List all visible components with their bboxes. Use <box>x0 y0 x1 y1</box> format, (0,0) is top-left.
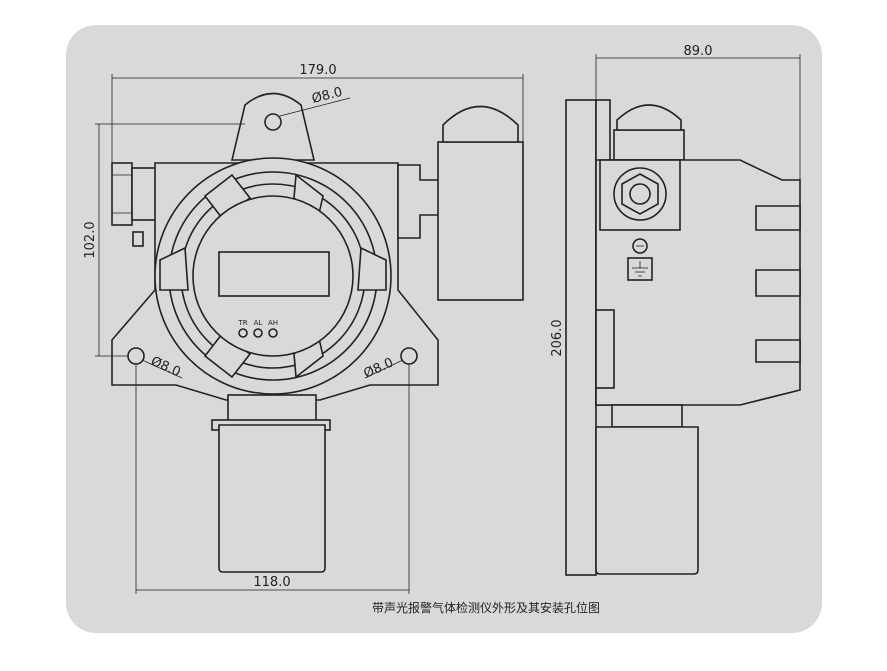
left-mount-hole <box>127 347 145 365</box>
sensor-cylinder <box>218 424 326 573</box>
drawing-caption: 带声光报警气体检测仪外形及其安装孔位图 <box>372 600 600 615</box>
ground-screw <box>132 231 144 247</box>
dim-side-height: 206.0 <box>550 319 565 356</box>
side-sensor-neck <box>611 404 683 428</box>
side-slot <box>595 309 615 389</box>
side-view: 89.0 206.0 <box>550 44 801 576</box>
side-lamp-base <box>613 129 685 161</box>
dim-hole-top: Ø8.0 <box>310 85 344 107</box>
bezel-lug <box>357 246 387 291</box>
leader-top-hole <box>279 97 351 117</box>
front-view: TR AL AH 179.0 Ø8.0 102.0 Ø8.0 Ø8.0 118.… <box>83 63 524 594</box>
leader-right-hole <box>364 359 404 379</box>
dim-side-width: 89.0 <box>684 44 713 59</box>
bezel-lug <box>159 246 189 291</box>
led-tr <box>238 328 248 338</box>
side-fin <box>755 269 801 297</box>
dim-width-top: 179.0 <box>299 63 336 78</box>
bezel-lug <box>203 332 252 379</box>
bezel-lug <box>203 173 252 220</box>
alarm-lamp-dome <box>442 105 519 143</box>
left-cable-gland <box>111 162 133 226</box>
ground-symbol-box <box>627 257 653 281</box>
dim-height-left: 102.0 <box>83 221 98 258</box>
lcd-screen <box>218 251 330 297</box>
led-al <box>253 328 263 338</box>
side-fin <box>755 339 801 363</box>
side-fin <box>755 205 801 231</box>
dim-width-bottom: 118.0 <box>253 575 290 590</box>
led-label-ah: AH <box>268 319 278 327</box>
side-sensor-cylinder <box>595 426 699 575</box>
lamp-body <box>437 141 524 301</box>
top-mount-hole <box>264 113 282 131</box>
led-label-al: AL <box>254 319 263 327</box>
wall-bracket <box>565 99 597 576</box>
led-label-tr: TR <box>237 319 247 327</box>
right-mount-hole <box>400 347 418 365</box>
left-gland-body <box>131 167 157 221</box>
nut-bore <box>629 183 651 205</box>
side-lamp-dome <box>616 104 682 131</box>
leader-left-hole <box>141 359 183 379</box>
led-ah <box>268 328 278 338</box>
